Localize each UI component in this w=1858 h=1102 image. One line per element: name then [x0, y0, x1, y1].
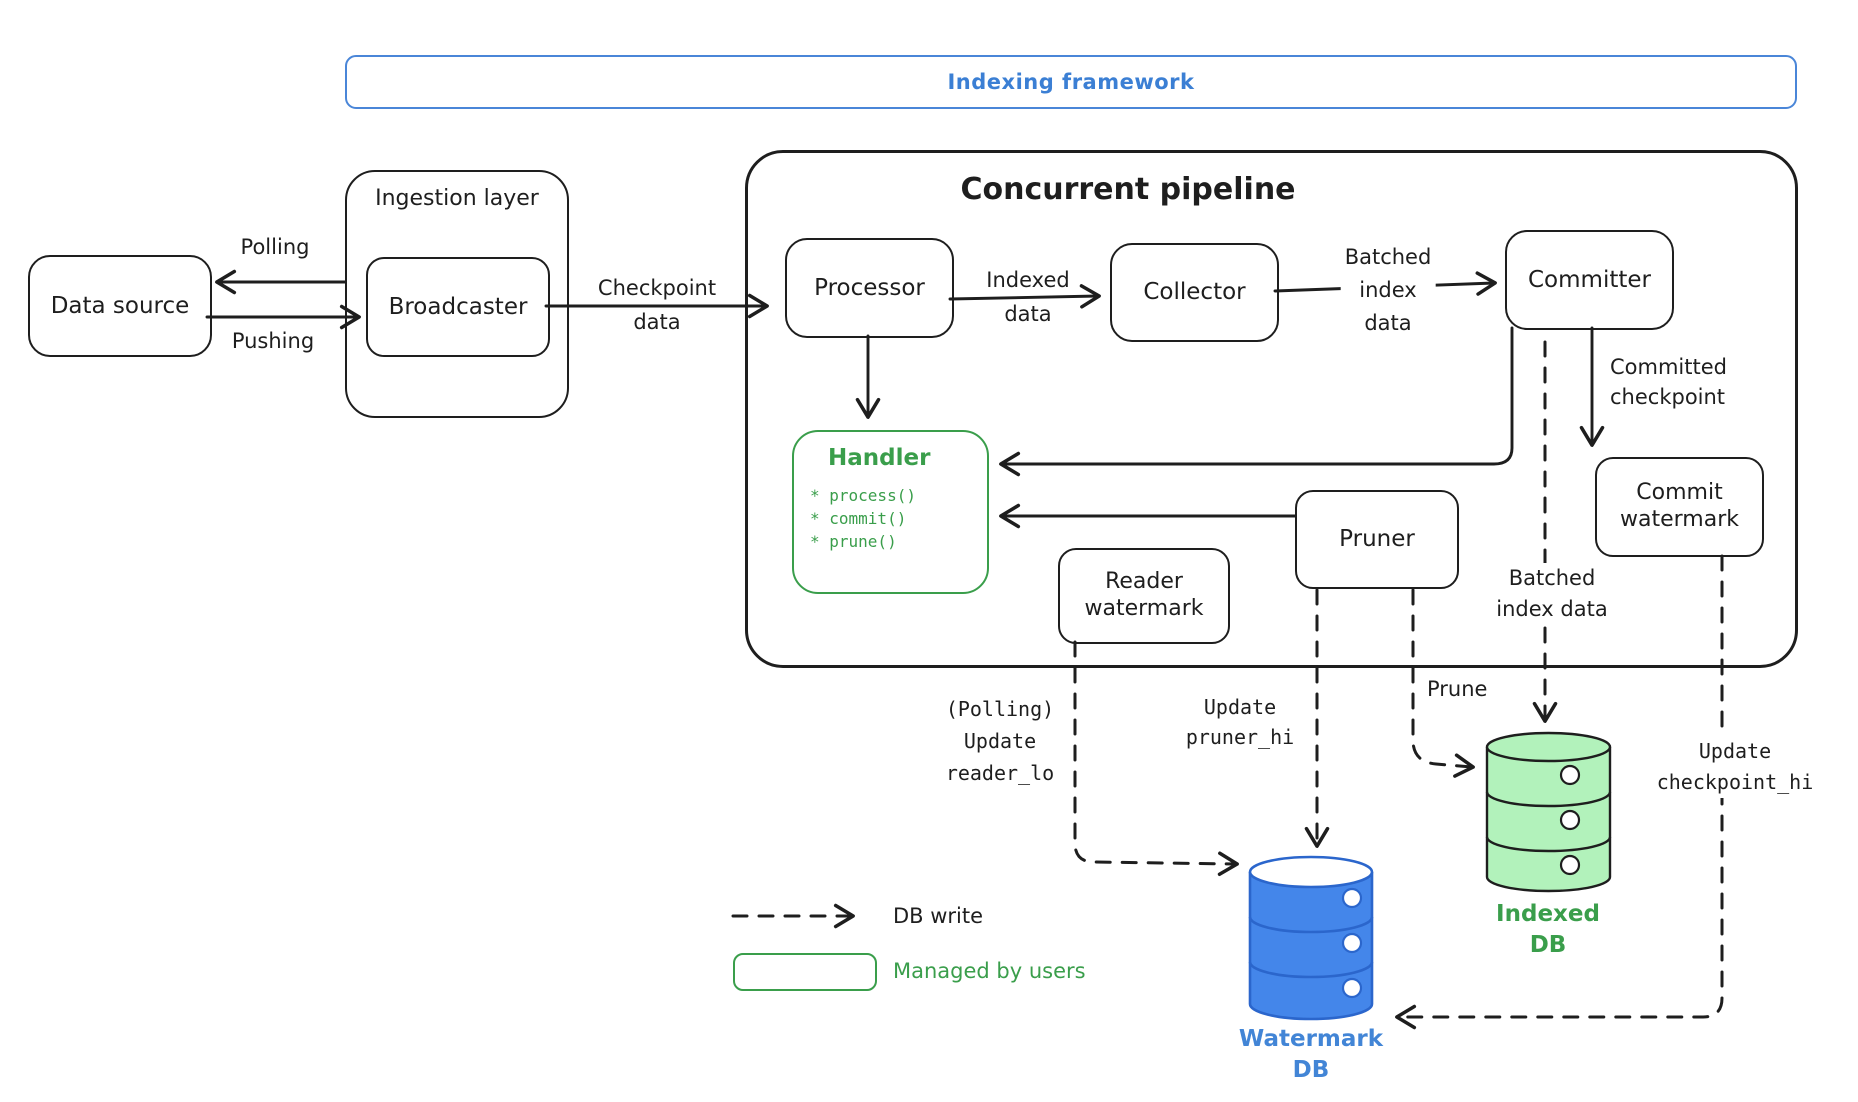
edge-label-batched-index-data: Batched index data	[1340, 241, 1436, 340]
edge-label-update-reader-lo: (Polling) Update reader_lo	[945, 697, 1055, 785]
edge-label-update-pruner-hi: Update pruner_hi	[1185, 695, 1295, 749]
committer-to-handler-arrow	[999, 326, 1514, 477]
indexed-data-arrow	[948, 284, 1101, 309]
edge-label-indexed-data: Indexed data	[986, 268, 1070, 326]
node-processor: Processor	[785, 238, 954, 338]
edge-label-prune: Prune	[1427, 677, 1488, 701]
edge-label-pushing: Pushing	[231, 329, 315, 353]
node-ingestion-layer: Ingestion layer	[345, 170, 569, 418]
indexed-db-cylinder	[1485, 731, 1612, 893]
node-pruner: Pruner	[1295, 490, 1459, 589]
handler-title: Handler	[828, 445, 931, 471]
edge-label-update-checkpoint-hi: Update checkpoint_hi	[1652, 736, 1818, 798]
pipeline-title: Concurrent pipeline	[960, 172, 1296, 207]
edge-label-batched-index-data-db: Batched index data	[1492, 563, 1612, 625]
node-concurrent-pipeline	[745, 150, 1798, 668]
legend-managed-by-users-label: Managed by users	[893, 959, 1086, 983]
indexing-framework-banner: Indexing framework	[345, 55, 1797, 109]
edge-label-checkpoint-data: Checkpoint data	[597, 276, 717, 334]
legend-managed-by-users-box	[733, 953, 877, 991]
prune-dashed	[1411, 588, 1475, 778]
edge-label-committed-checkpoint: Committed checkpoint	[1610, 355, 1727, 410]
edge-label-polling: Polling	[240, 235, 310, 259]
watermark-db-cylinder	[1248, 855, 1374, 1021]
legend-db-write-label: DB write	[893, 904, 984, 928]
reader-lo-dashed	[1073, 640, 1239, 877]
node-committer: Committer	[1505, 230, 1674, 330]
checkpoint-hi-dashed	[1395, 554, 1724, 1030]
node-collector: Collector	[1110, 243, 1279, 342]
watermark-db-label: Watermark DB	[1238, 1026, 1384, 1083]
node-broadcaster: Broadcaster	[366, 257, 550, 357]
node-data-source: Data source	[28, 255, 212, 357]
node-reader-watermark: Reader watermark	[1058, 548, 1230, 644]
handler-methods: * process() * commit() * prune()	[810, 486, 916, 551]
node-handler: Handler * process() * commit() * prune()	[792, 430, 989, 594]
node-commit-watermark: Commit watermark	[1595, 457, 1764, 557]
indexed-db-label: Indexed DB	[1496, 901, 1600, 958]
